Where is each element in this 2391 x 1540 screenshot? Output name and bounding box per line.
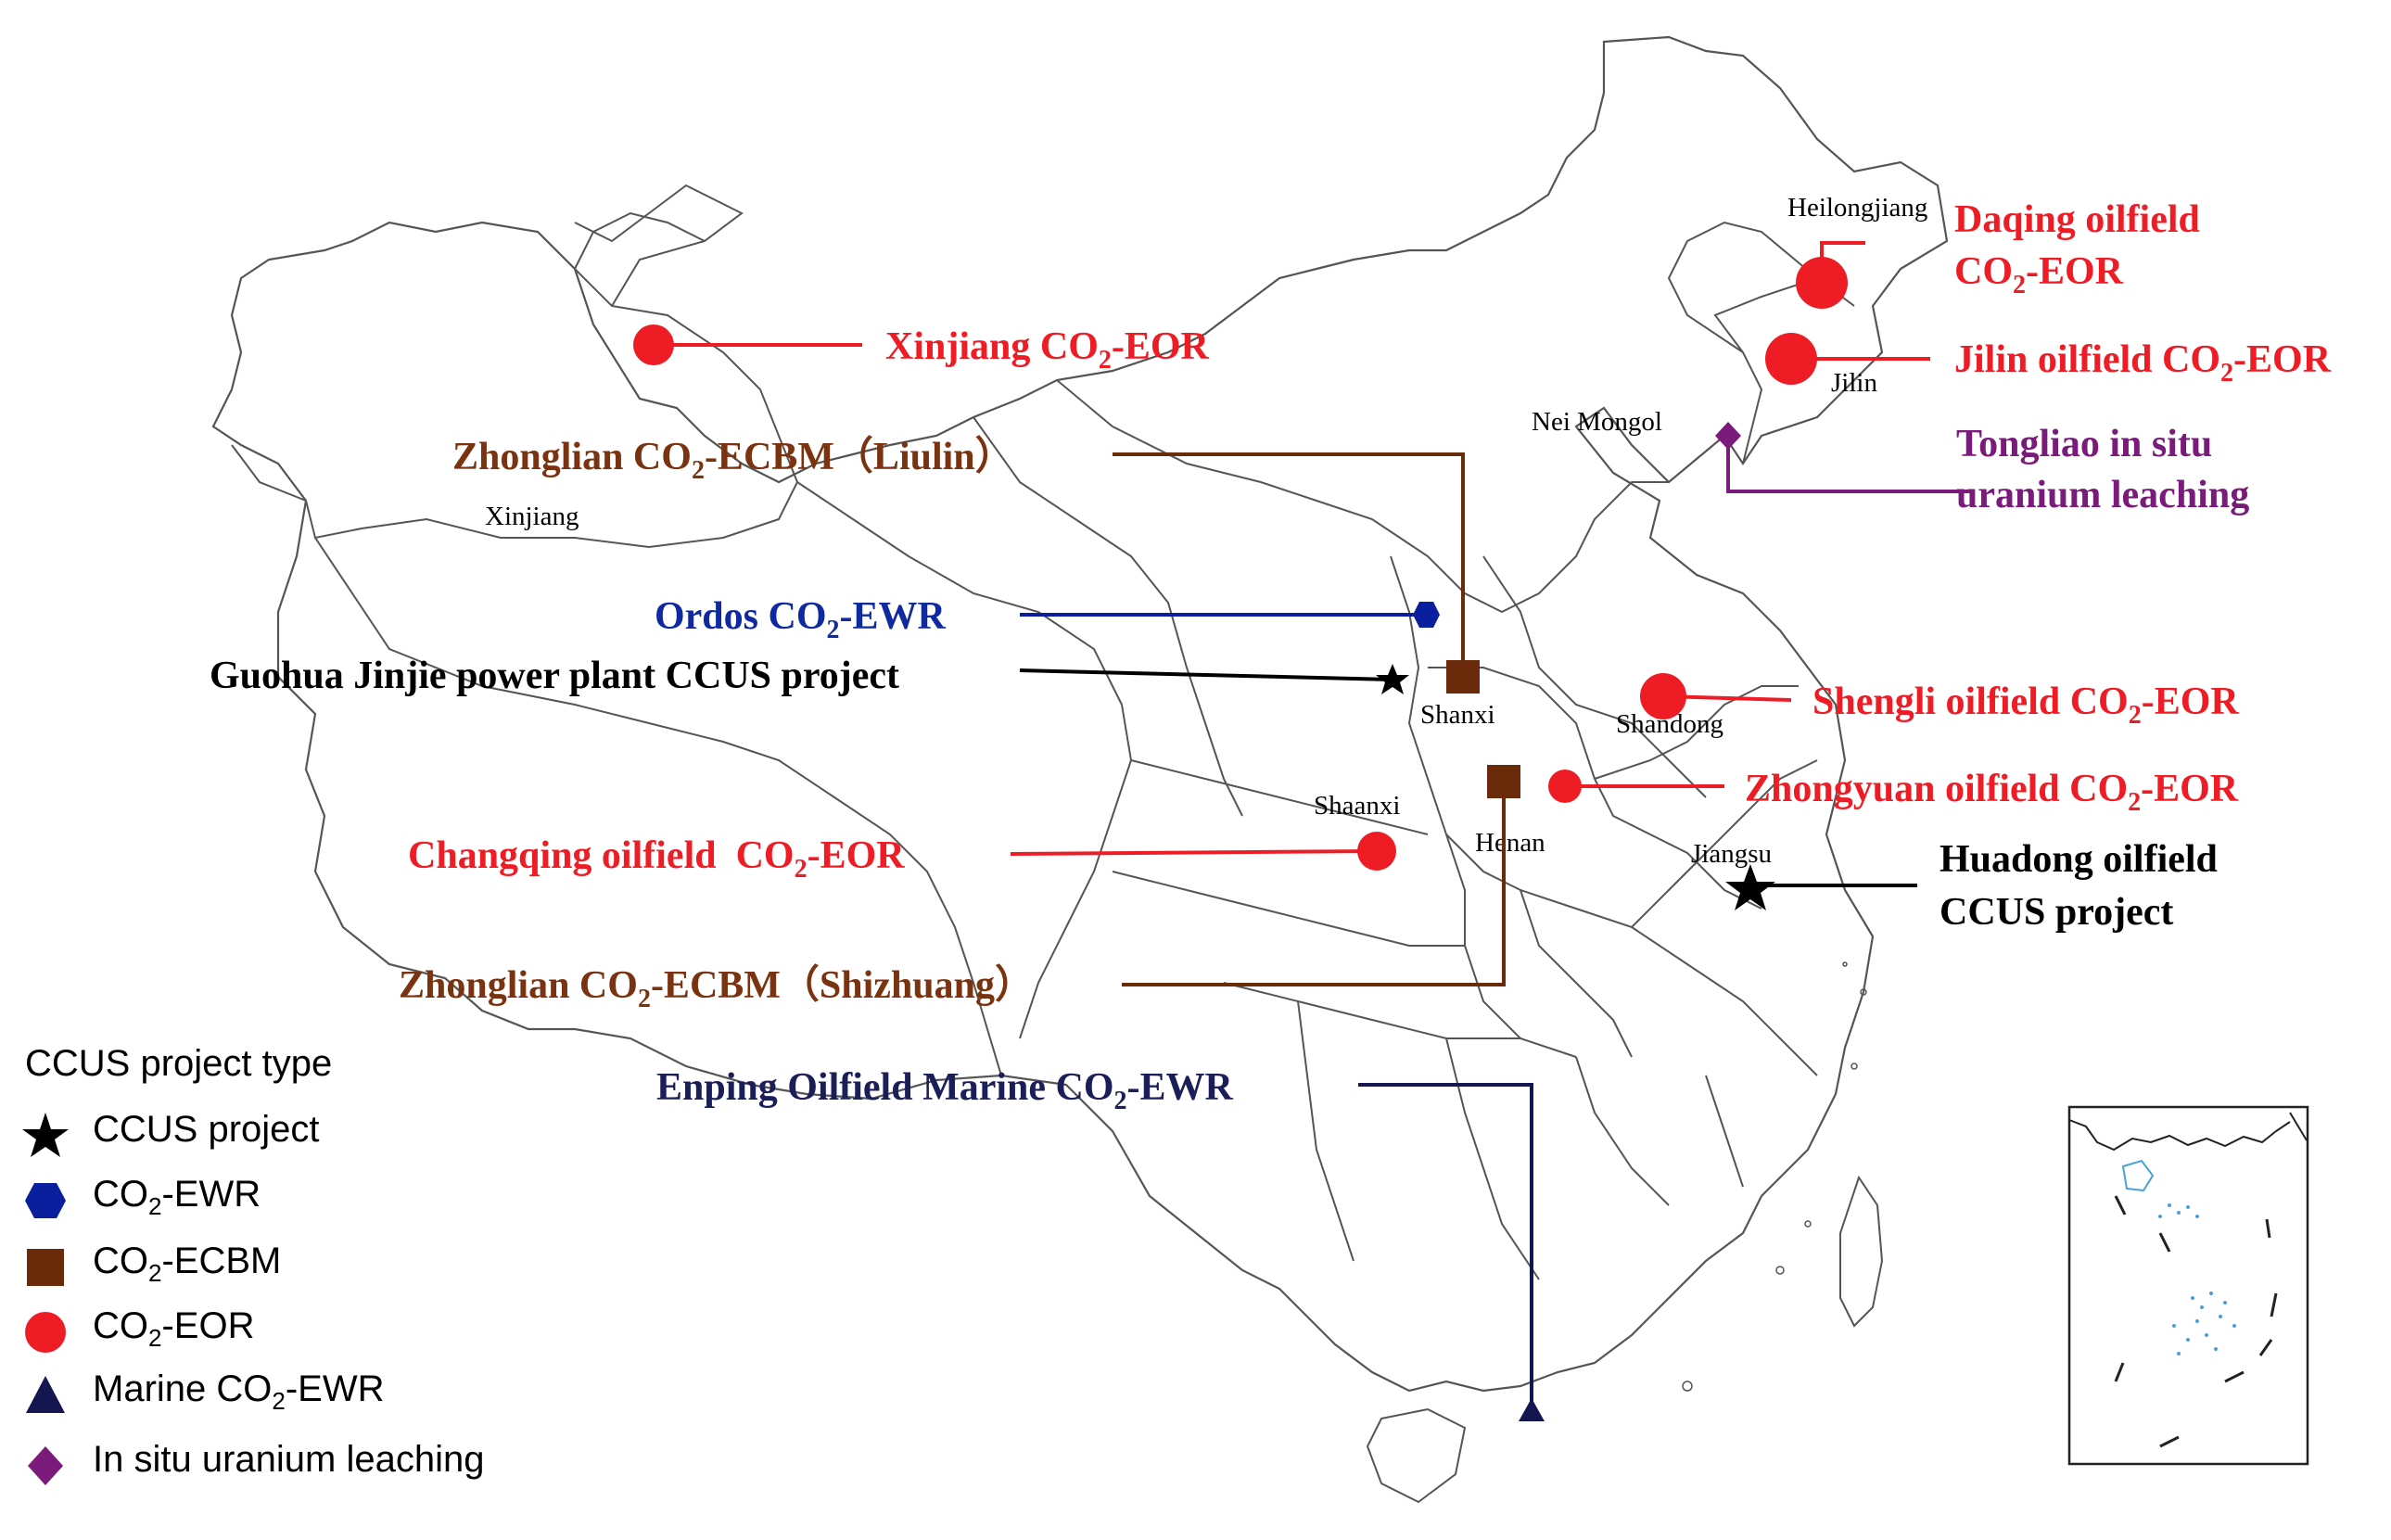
enping-marine-ewr-marker	[1519, 1398, 1545, 1421]
legend-item-ecbm: CO2-ECBM	[0, 1235, 593, 1291]
province-label-shanxi: Shanxi	[1420, 700, 1495, 730]
circle-icon	[25, 1312, 66, 1353]
label-xinjiang-eor: Xinjiang CO2-EOR	[885, 325, 1210, 375]
tibet-boundary	[314, 537, 1002, 1076]
hainan-island	[1366, 1407, 1467, 1504]
taiwan-island	[1839, 1175, 1884, 1328]
changqing-eor-marker	[1357, 832, 1396, 871]
tongliao-uranium-marker	[1715, 422, 1741, 450]
square-icon	[27, 1249, 64, 1286]
label-changqing: Changqing oilfield CO2-EOR	[408, 834, 905, 884]
legend-label: CO2-EWR	[93, 1174, 261, 1220]
daqing-eor-marker	[1796, 257, 1848, 309]
shengli-eor-marker	[1640, 673, 1686, 719]
province-label-henan: Henan	[1475, 828, 1545, 858]
legend-item-ccus: CCUS project	[0, 1103, 593, 1159]
qinghai-boundary	[796, 481, 1133, 1039]
huadong-ccus-marker	[1725, 864, 1775, 910]
label-guohua: Guohua Jinjie power plant CCUS project	[210, 655, 899, 697]
legend: CCUS project type CCUS project CO2-EWR C…	[0, 1029, 593, 1539]
label-ordos: Ordos CO2-EWR	[655, 595, 947, 644]
province-label-jiangsu: Jiangsu	[1691, 839, 1772, 869]
legend-item-ewr: CO2-EWR	[0, 1168, 593, 1224]
label-tongliao-line2: uranium leaching	[1956, 474, 2249, 516]
legend-label: Marine CO2-EWR	[93, 1368, 385, 1415]
guohua-ccus-marker	[1376, 664, 1409, 694]
label-huadong-line2: CCUS project	[1940, 891, 2173, 934]
label-liulin: Zhonglian CO2-ECBM（Liulin）	[452, 435, 1014, 485]
legend-label: CO2-EOR	[93, 1305, 255, 1352]
label-shizhuang: Zhonglian CO2-ECBM（Shizhuang）	[399, 963, 1034, 1013]
jilin-eor-marker	[1765, 333, 1817, 385]
legend-title: CCUS project type	[25, 1043, 333, 1084]
triangle-icon	[26, 1376, 65, 1413]
label-daqing-line2: CO2-EOR	[1954, 250, 2124, 299]
legend-label: In situ uranium leaching	[93, 1439, 485, 1480]
label-huadong-line1: Huadong oilfield	[1940, 838, 2218, 881]
legend-item-eor: CO2-EOR	[0, 1300, 593, 1355]
label-tongliao-line1: Tongliao in situ	[1956, 423, 2212, 465]
label-daqing-line1: Daqing oilfield	[1954, 198, 2200, 241]
label-shengli: Shengli oilfield CO2-EOR	[1812, 681, 2239, 730]
gansu-boundary	[973, 416, 1243, 817]
label-enping: Enping Oilfield Marine CO2-EWR	[656, 1066, 1234, 1115]
hexagon-icon	[25, 1183, 66, 1218]
neimongol-boundary	[1056, 379, 1669, 614]
xinjiang-boundary	[231, 184, 799, 549]
leader-lines	[654, 241, 1970, 1414]
legend-label: CO2-ECBM	[93, 1241, 282, 1287]
label-jilin: Jilin oilfield CO2-EOR	[1954, 338, 2332, 388]
province-label-xinjiang: Xinjiang	[485, 502, 579, 531]
province-label-shaanxi: Shaanxi	[1314, 791, 1400, 821]
central-boundaries	[1112, 555, 1818, 1280]
china-boundary	[211, 35, 1949, 1393]
province-label-nei-mongol: Nei Mongol	[1532, 407, 1662, 437]
liulin-ecbm-marker	[1446, 660, 1480, 694]
diamond-icon	[28, 1446, 63, 1485]
legend-label: CCUS project	[93, 1109, 320, 1150]
zhongyuan-eor-marker	[1548, 770, 1582, 803]
province-label-heilongjiang: Heilongjiang	[1787, 193, 1927, 223]
shizhuang-ecbm-marker	[1487, 765, 1520, 798]
ordos-ewr-marker	[1413, 602, 1440, 628]
xinjiang-eor-marker	[633, 325, 674, 365]
xinjiang-north	[574, 211, 706, 270]
legend-item-uranium: In situ uranium leaching	[0, 1433, 593, 1489]
label-zhongyuan: Zhongyuan oilfield CO2-EOR	[1745, 768, 2239, 817]
south-china-sea-inset	[2067, 1105, 2309, 1466]
coastal-islands	[1682, 961, 1867, 1392]
star-icon	[22, 1113, 69, 1157]
legend-item-marine-ewr: Marine CO2-EWR	[0, 1363, 593, 1419]
province-label-jilin: Jilin	[1831, 368, 1877, 398]
